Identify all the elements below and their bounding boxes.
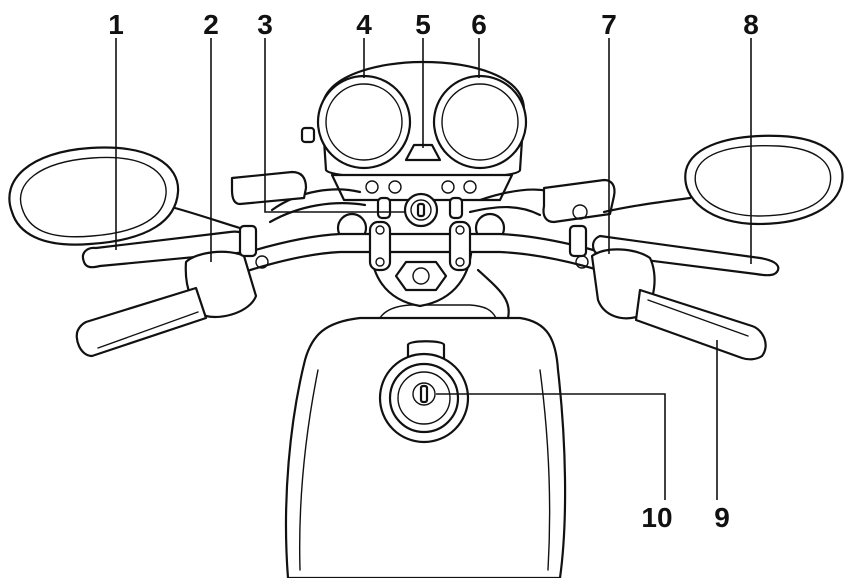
callout-9: 9 — [714, 502, 730, 533]
left-mirror — [8, 146, 180, 246]
right-mirror — [684, 134, 844, 226]
instrument-cluster — [300, 60, 528, 202]
fuel-tank-cap-key — [378, 340, 470, 444]
main-switch — [403, 192, 439, 228]
callout-3: 3 — [257, 9, 273, 40]
callout-6: 6 — [471, 9, 487, 40]
left-controls — [75, 170, 308, 358]
callout-7: 7 — [601, 9, 617, 40]
leader-lines — [115, 38, 752, 500]
callout-5: 5 — [415, 9, 431, 40]
callout-8: 8 — [743, 9, 759, 40]
callout-4: 4 — [356, 9, 372, 40]
right-controls — [542, 178, 780, 361]
fuel-tank — [284, 304, 567, 578]
steering-head — [368, 238, 510, 320]
callout-10: 10 — [641, 502, 672, 533]
callout-1: 1 — [108, 9, 124, 40]
callout-2: 2 — [203, 9, 219, 40]
callout-labels: 1 2 3 4 5 6 7 8 10 9 — [108, 9, 759, 533]
